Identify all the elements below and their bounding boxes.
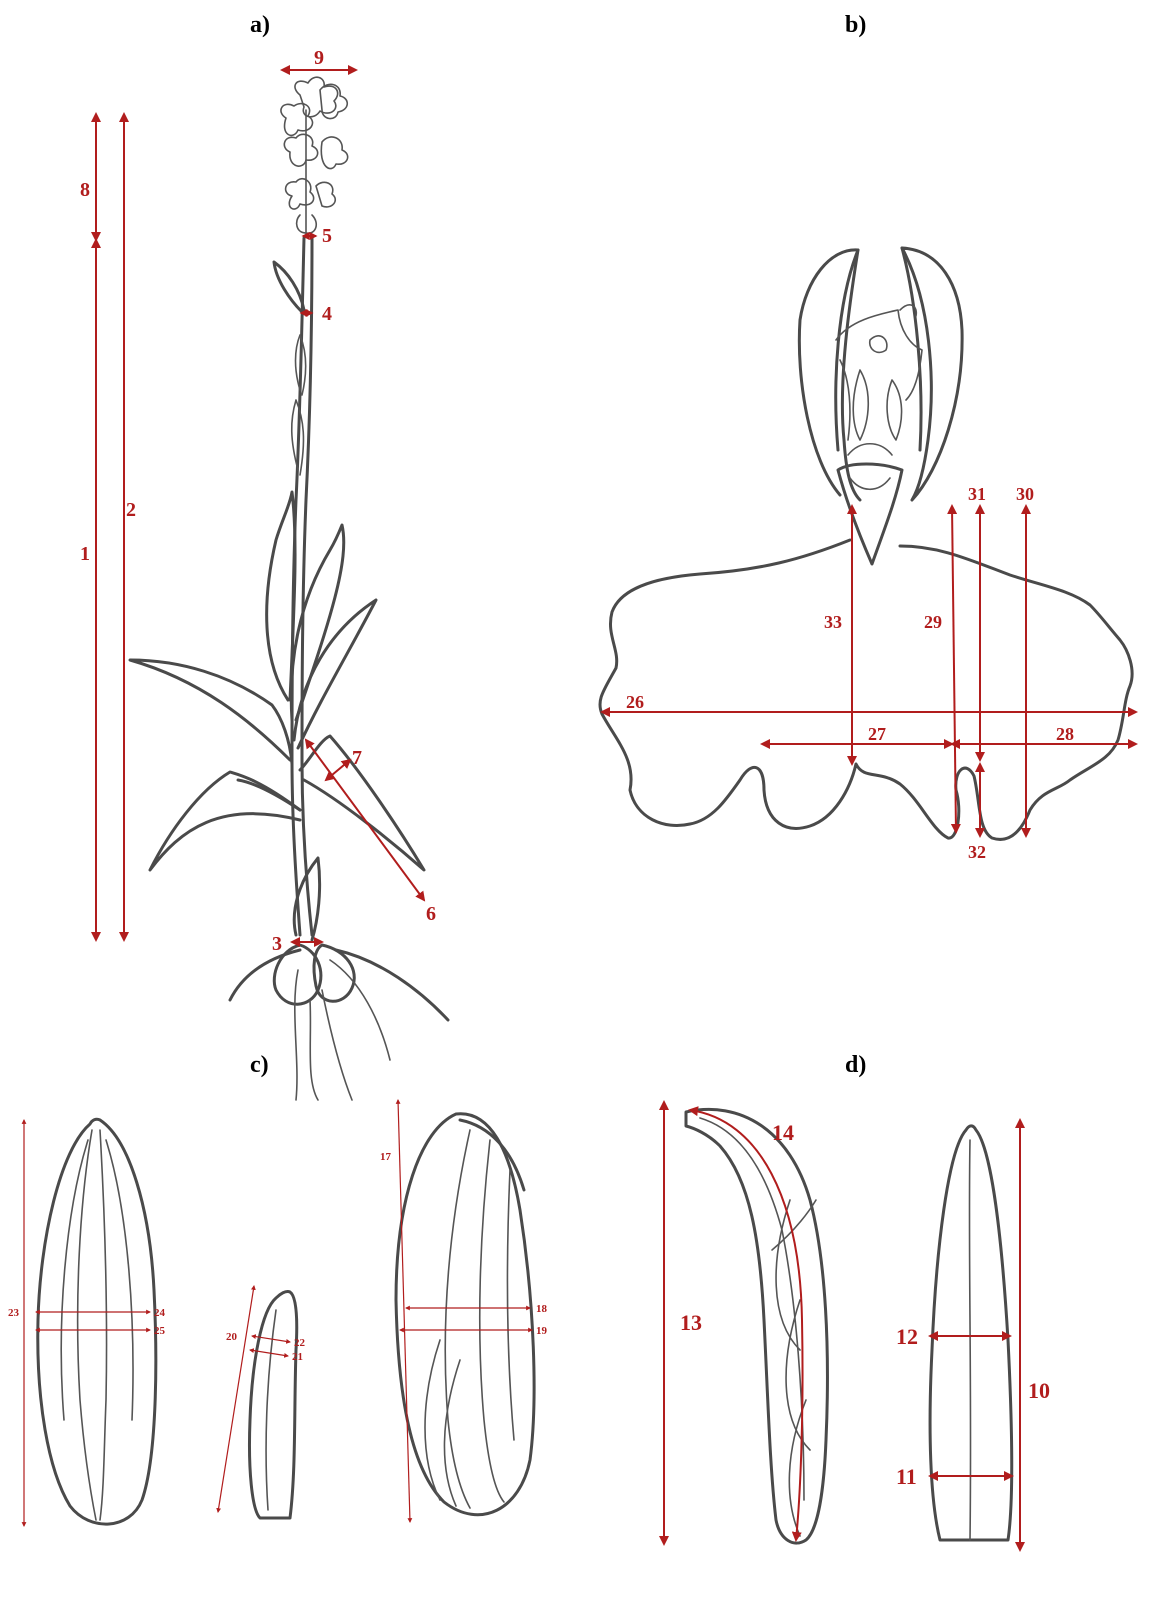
measure-label-13: 13 — [680, 1310, 702, 1335]
plant-drawing — [130, 77, 448, 1100]
panel-c-measures: 23 24 25 20 22 21 17 18 19 — [8, 1100, 548, 1526]
petal-small-drawing — [249, 1291, 296, 1518]
spur-drawing — [686, 1109, 827, 1543]
measure-label-5: 5 — [322, 225, 332, 247]
panel-d-measures: 13 14 10 12 11 — [664, 1102, 1050, 1550]
measure-label-24: 24 — [154, 1307, 166, 1319]
measure-label-9: 9 — [314, 47, 324, 69]
measure-label-10: 10 — [1028, 1378, 1050, 1403]
measure-label-23: 23 — [8, 1307, 20, 1319]
panel-b-measures: 26 27 28 33 29 31 30 32 — [602, 484, 1136, 862]
measure-label-3: 3 — [272, 933, 282, 955]
measure-line-6 — [306, 740, 424, 900]
measure-label-27: 27 — [868, 724, 886, 744]
sepal-right-drawing — [396, 1114, 534, 1515]
measure-label-28: 28 — [1056, 724, 1074, 744]
measure-label-2: 2 — [126, 499, 136, 521]
measure-label-19: 19 — [536, 1325, 548, 1337]
panel-a-measures: 8 1 2 9 5 4 3 6 7 — [80, 47, 436, 955]
measure-label-26: 26 — [626, 692, 644, 712]
measure-line-7 — [326, 760, 350, 780]
measure-label-18: 18 — [536, 1303, 548, 1315]
flower-drawing — [600, 248, 1132, 839]
measure-label-1: 1 — [80, 543, 90, 565]
measure-line-17 — [398, 1100, 410, 1522]
measure-label-17: 17 — [380, 1151, 392, 1163]
measure-label-14: 14 — [772, 1120, 794, 1145]
measure-label-22: 22 — [294, 1337, 306, 1349]
measure-label-29: 29 — [924, 612, 942, 632]
measure-line-14 — [690, 1110, 803, 1540]
measure-label-12: 12 — [896, 1324, 918, 1349]
measure-label-32: 32 — [968, 842, 986, 862]
measure-label-11: 11 — [896, 1464, 917, 1489]
measure-label-8: 8 — [80, 179, 90, 201]
measure-label-7: 7 — [352, 747, 362, 769]
measure-label-31: 31 — [968, 484, 986, 504]
measure-label-21: 21 — [292, 1351, 303, 1363]
lip-drawing — [930, 1126, 1012, 1540]
measure-label-6: 6 — [426, 903, 436, 925]
measure-line-20 — [218, 1286, 254, 1512]
measure-label-25: 25 — [154, 1325, 166, 1337]
measure-label-20: 20 — [226, 1331, 238, 1343]
sepal-left-drawing — [38, 1119, 156, 1524]
measure-label-4: 4 — [322, 303, 332, 325]
measure-label-30: 30 — [1016, 484, 1034, 504]
measure-label-33: 33 — [824, 612, 842, 632]
